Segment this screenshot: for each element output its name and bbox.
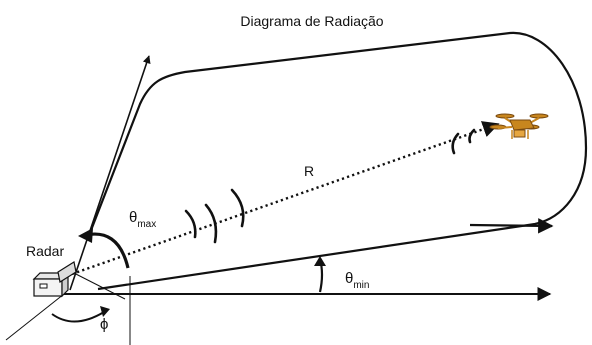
phi-arrowhead — [100, 306, 110, 317]
wave-3 — [230, 188, 245, 228]
wave-2 — [204, 203, 218, 244]
theta-max-symbol: θ — [129, 209, 137, 226]
phi-arc — [51, 311, 105, 323]
drone-icon — [489, 113, 549, 139]
diagram-title: Diagrama de Radiação — [240, 13, 383, 29]
lobe-outline — [86, 31, 588, 291]
radar-device-icon — [32, 261, 77, 298]
ground-projection-line — [67, 269, 126, 300]
range-label: R — [304, 163, 314, 179]
radiation-waves — [184, 128, 476, 244]
theta-min-subscript: min — [353, 280, 369, 291]
wave-5 — [468, 128, 476, 144]
wave-1 — [184, 209, 197, 239]
theta-min-label: θmin — [345, 270, 369, 291]
lobe-lower-arrow — [469, 218, 554, 234]
range-line — [71, 121, 500, 276]
wave-4 — [451, 132, 460, 155]
theta-max-subscript: max — [137, 219, 156, 230]
radiation-lobe — [86, 31, 588, 291]
theta-min-arrowhead — [314, 256, 326, 266]
theta-max-arrowhead — [78, 228, 93, 243]
phi-label: ϕ — [100, 316, 108, 333]
radar-label: Radar — [26, 243, 64, 259]
theta-max-label: θmax — [129, 209, 156, 230]
depth-axis — [5, 293, 65, 341]
theta-min-symbol: θ — [345, 270, 353, 287]
axes — [5, 55, 552, 345]
vertical-axis — [69, 55, 151, 291]
